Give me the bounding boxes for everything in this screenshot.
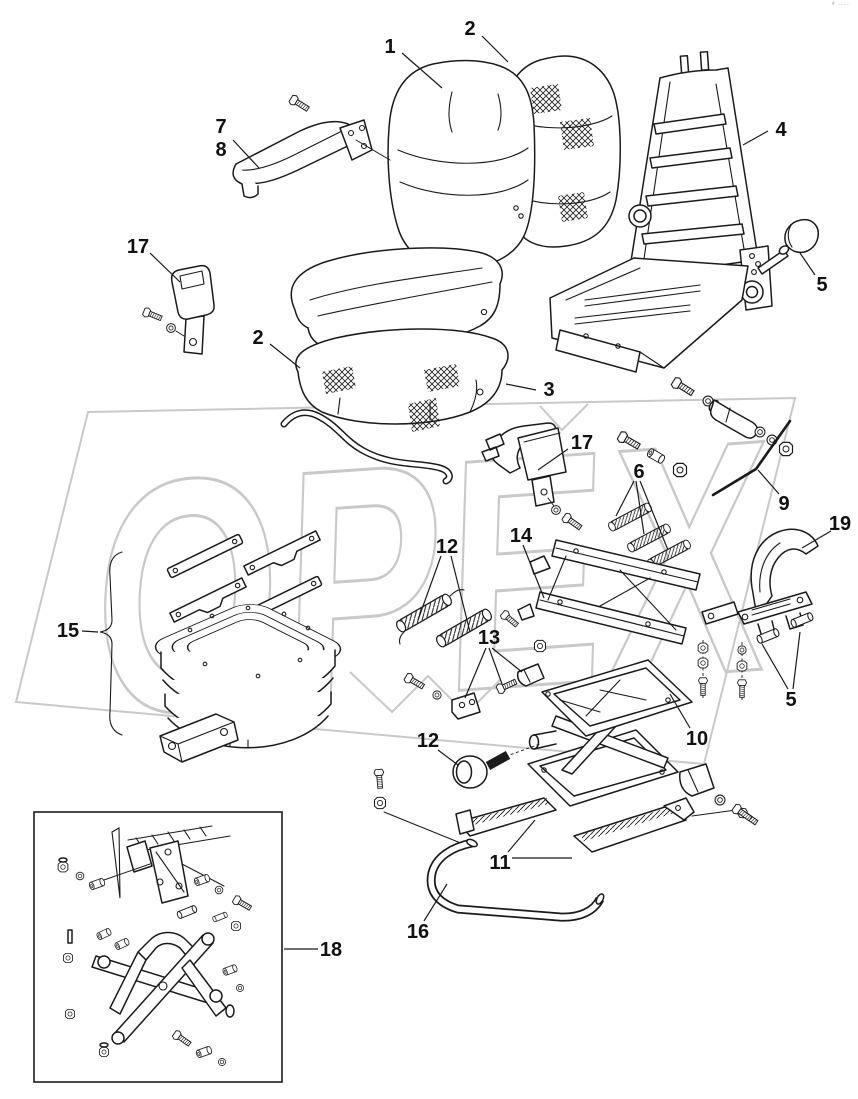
callout-17a: 17 [127, 236, 149, 258]
slider-bar [159, 713, 239, 763]
callout-14: 14 [510, 525, 533, 547]
tension-springs-12 [394, 589, 494, 650]
slide-rail-upper [498, 539, 701, 653]
callout-4: 4 [775, 119, 787, 141]
brace-15 [99, 551, 123, 736]
callout-7: 7 [215, 116, 226, 138]
callout-1: 1 [384, 36, 395, 58]
pin-bracket [701, 591, 815, 645]
callouts: 1 2 7 8 17 4 5 2 3 17 6 9 19 12 14 15 13… [57, 18, 851, 961]
damper-assembly [615, 375, 794, 478]
callout-17b: 17 [571, 432, 593, 454]
callout-12b: 12 [417, 730, 439, 752]
callout-6: 6 [633, 461, 644, 483]
callout-19: 19 [829, 513, 851, 535]
mount-bolt [373, 768, 469, 847]
fastener-stack [697, 640, 748, 700]
adjuster-knob [757, 218, 820, 275]
callout-8: 8 [215, 139, 226, 161]
inset-bracket [103, 840, 225, 904]
wedge-block [679, 763, 754, 824]
callout-3: 3 [543, 379, 554, 401]
callout-9: 9 [778, 493, 789, 515]
cushion-cover [295, 328, 509, 432]
support-rod-wire [280, 409, 453, 485]
seatbelt-buckle [141, 264, 215, 355]
corner-mark: ᵈ ···· [832, 2, 850, 8]
leader-lines [81, 35, 832, 950]
armrest [232, 93, 391, 199]
callout-15: 15 [57, 620, 79, 642]
hardware-13 [402, 663, 545, 720]
callout-10: 10 [686, 728, 708, 750]
inset-linkage [91, 931, 235, 1045]
callout-13: 13 [478, 627, 500, 649]
slide-rails [455, 797, 760, 853]
armrest-screw [287, 93, 312, 114]
callout-5b: 5 [785, 689, 796, 711]
handle-bar [426, 838, 605, 922]
buckle-screw [141, 306, 164, 324]
callout-2b: 2 [252, 327, 263, 349]
callout-5a: 5 [816, 274, 827, 296]
callout-18: 18 [320, 939, 342, 961]
callout-11: 11 [489, 852, 510, 874]
adjust-knob-bolt [452, 743, 541, 789]
inset-box [33, 811, 283, 1083]
scissor-frame [527, 659, 693, 807]
seat-base-pan [549, 257, 749, 373]
callout-12a: 12 [436, 536, 458, 558]
callout-16: 16 [407, 921, 429, 943]
shock-rod [711, 419, 792, 497]
mounting-plates [166, 530, 323, 623]
callout-2: 2 [464, 18, 475, 40]
bellows [154, 604, 342, 749]
belt-bracket [481, 422, 584, 533]
